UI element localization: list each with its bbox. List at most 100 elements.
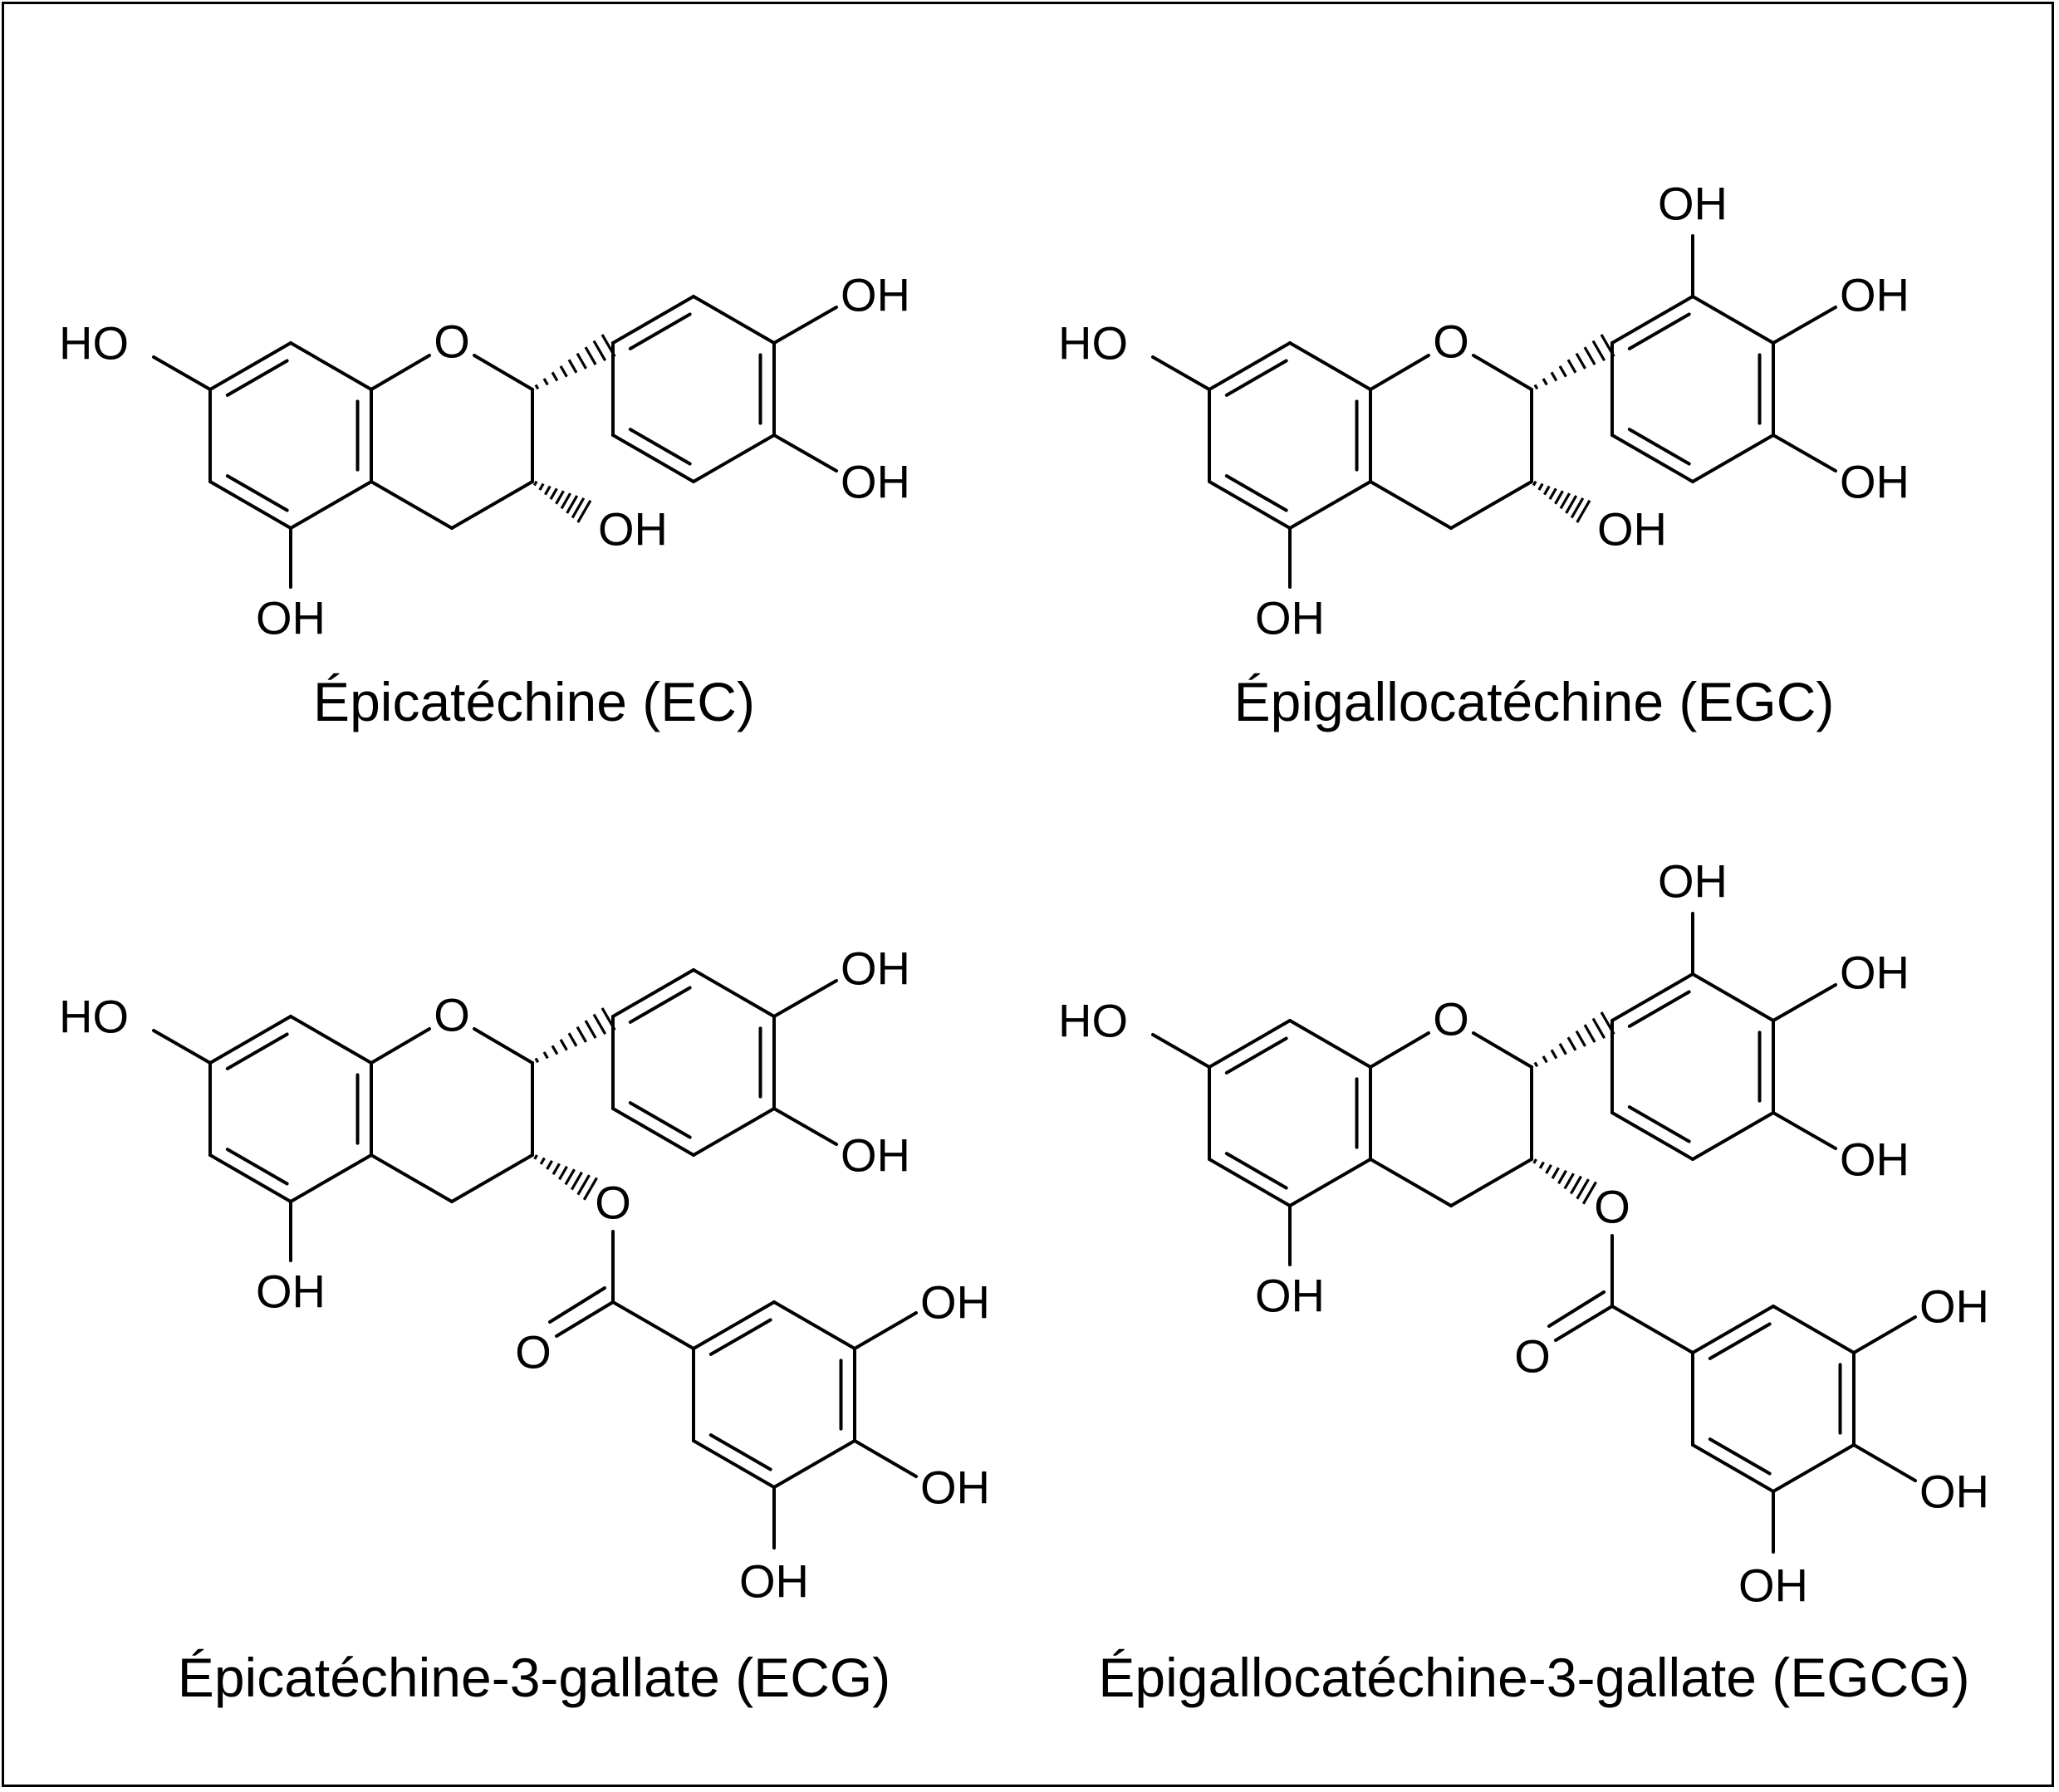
- hash-stroke: [1581, 1181, 1597, 1205]
- hydroxyl-label: OH: [1255, 592, 1325, 644]
- oh-bond: [152, 1029, 212, 1065]
- double-bond-inner: [225, 1032, 289, 1070]
- ring-c-bond: [370, 1153, 453, 1203]
- hydroxyl-label: HO: [1058, 995, 1128, 1047]
- double-bond-inner: [225, 474, 289, 512]
- hash-stroke: [533, 1154, 538, 1160]
- hydroxyl-label: OH: [1919, 1280, 1989, 1333]
- hash-stroke: [549, 487, 558, 501]
- ring-c-bond: [370, 1027, 431, 1065]
- hashed-wedge-bond: [1533, 1011, 1615, 1068]
- oh-bond: [1852, 1443, 1917, 1482]
- ring-b-bond: [611, 433, 695, 483]
- hash-stroke: [1550, 1049, 1558, 1060]
- ring-a-bond: [1288, 480, 1372, 530]
- hash-stroke: [582, 1177, 598, 1201]
- hash-stroke: [539, 1157, 546, 1165]
- oh-bond: [1772, 1111, 1837, 1150]
- hash-stroke: [570, 1171, 583, 1191]
- hydroxyl-label: OH: [1597, 503, 1667, 556]
- ring-b-bond: [1691, 1111, 1775, 1161]
- ring-a-bond: [1288, 1158, 1372, 1207]
- hashed-wedge-bond: [1533, 334, 1615, 390]
- ring-c-bond: [1449, 480, 1533, 530]
- ring-c-bond: [450, 480, 534, 530]
- hydroxyl-label: OH: [920, 1276, 990, 1329]
- ester-bond: [611, 1300, 695, 1350]
- hash-stroke: [1566, 359, 1577, 374]
- hash-stroke: [551, 1045, 559, 1055]
- hash-stroke: [1563, 1173, 1575, 1190]
- hash-stroke: [567, 359, 578, 374]
- carbonyl-bond: [548, 1286, 606, 1324]
- hash-stroke: [1545, 1164, 1552, 1174]
- double-bond-inner: [225, 1148, 289, 1186]
- hash-stroke: [576, 499, 592, 523]
- ring-a-bond: [208, 480, 292, 530]
- ring-c-bond: [473, 354, 534, 391]
- hash-stroke: [1537, 482, 1544, 491]
- hash-stroke: [1554, 490, 1564, 505]
- hash-stroke: [1532, 1158, 1537, 1164]
- hashed-wedge-bond: [1532, 480, 1591, 523]
- hydroxyl-label: OH: [256, 592, 326, 644]
- caption-egcg: Épigallocatéchine-3-gallate (EGCG): [1098, 1647, 1969, 1708]
- double-bond-inner: [628, 1101, 692, 1139]
- ring-oxygen-label: O: [1433, 316, 1469, 368]
- hash-stroke: [567, 1032, 578, 1047]
- oh-bond: [1151, 1033, 1211, 1069]
- double-bond-inner: [1708, 1437, 1772, 1476]
- ring-a-bond: [208, 1015, 292, 1065]
- hash-stroke: [584, 1020, 597, 1039]
- hash-stroke: [544, 485, 552, 496]
- hydroxyl-label: OH: [1738, 1559, 1808, 1612]
- molecule-ecg: OHOOHOHOHOOOHOHOHÉpicatéchine-3-gallate …: [59, 943, 990, 1709]
- hash-stroke: [1542, 1055, 1548, 1064]
- hash-stroke: [1550, 371, 1558, 382]
- double-bond-inner: [1224, 1152, 1288, 1190]
- hydroxyl-label: OH: [1840, 1133, 1909, 1186]
- hash-stroke: [1532, 480, 1537, 487]
- ring-a-bond: [1288, 1019, 1372, 1069]
- hash-stroke: [542, 378, 549, 386]
- hydroxyl-label: OH: [841, 943, 910, 995]
- hash-stroke: [558, 1165, 568, 1181]
- hash-stroke: [1548, 487, 1557, 501]
- gallate-ring-bond: [1772, 1305, 1856, 1354]
- hydroxyl-label: OH: [598, 503, 668, 556]
- hash-stroke: [1565, 495, 1578, 514]
- hash-stroke: [564, 1168, 576, 1186]
- hashed-wedge-bond: [534, 1007, 616, 1064]
- hydroxyl-label: HO: [59, 991, 129, 1043]
- double-bond-inner: [225, 359, 289, 397]
- ring-a-bond: [289, 1153, 373, 1203]
- carbonyl-oxygen-label: O: [515, 1326, 552, 1378]
- double-bond-inner: [708, 1433, 772, 1471]
- hash-stroke: [576, 1026, 587, 1043]
- hash-stroke: [1557, 1169, 1567, 1185]
- ester-oxygen-label: O: [595, 1177, 631, 1229]
- hash-stroke: [1533, 1061, 1539, 1068]
- carbonyl-bond: [1554, 1305, 1614, 1342]
- oh-bond: [1772, 983, 1837, 1022]
- hash-stroke: [1583, 346, 1596, 365]
- hash-stroke: [1566, 1036, 1577, 1051]
- double-bond-inner: [1627, 990, 1691, 1028]
- ring-b-bond: [692, 1107, 776, 1157]
- double-bond-inner: [628, 312, 692, 350]
- caption-ecg: Épicatéchine-3-gallate (ECG): [178, 1647, 890, 1708]
- ring-a-bond: [1208, 341, 1292, 391]
- double-bond-inner: [1627, 428, 1691, 466]
- gallate-ring-bond: [772, 1300, 856, 1350]
- ring-b-bond: [1610, 1111, 1694, 1161]
- oh-bond: [1772, 433, 1837, 472]
- ring-b-bond: [1610, 433, 1694, 483]
- hash-stroke: [571, 497, 586, 519]
- gallate-ring-bond: [692, 1439, 776, 1489]
- oh-bond: [772, 1107, 838, 1146]
- ring-b-bond: [1691, 433, 1775, 483]
- hash-stroke: [546, 1160, 553, 1170]
- hydroxyl-label: OH: [920, 1462, 990, 1514]
- hash-stroke: [1551, 1167, 1560, 1179]
- hash-stroke: [1559, 492, 1571, 510]
